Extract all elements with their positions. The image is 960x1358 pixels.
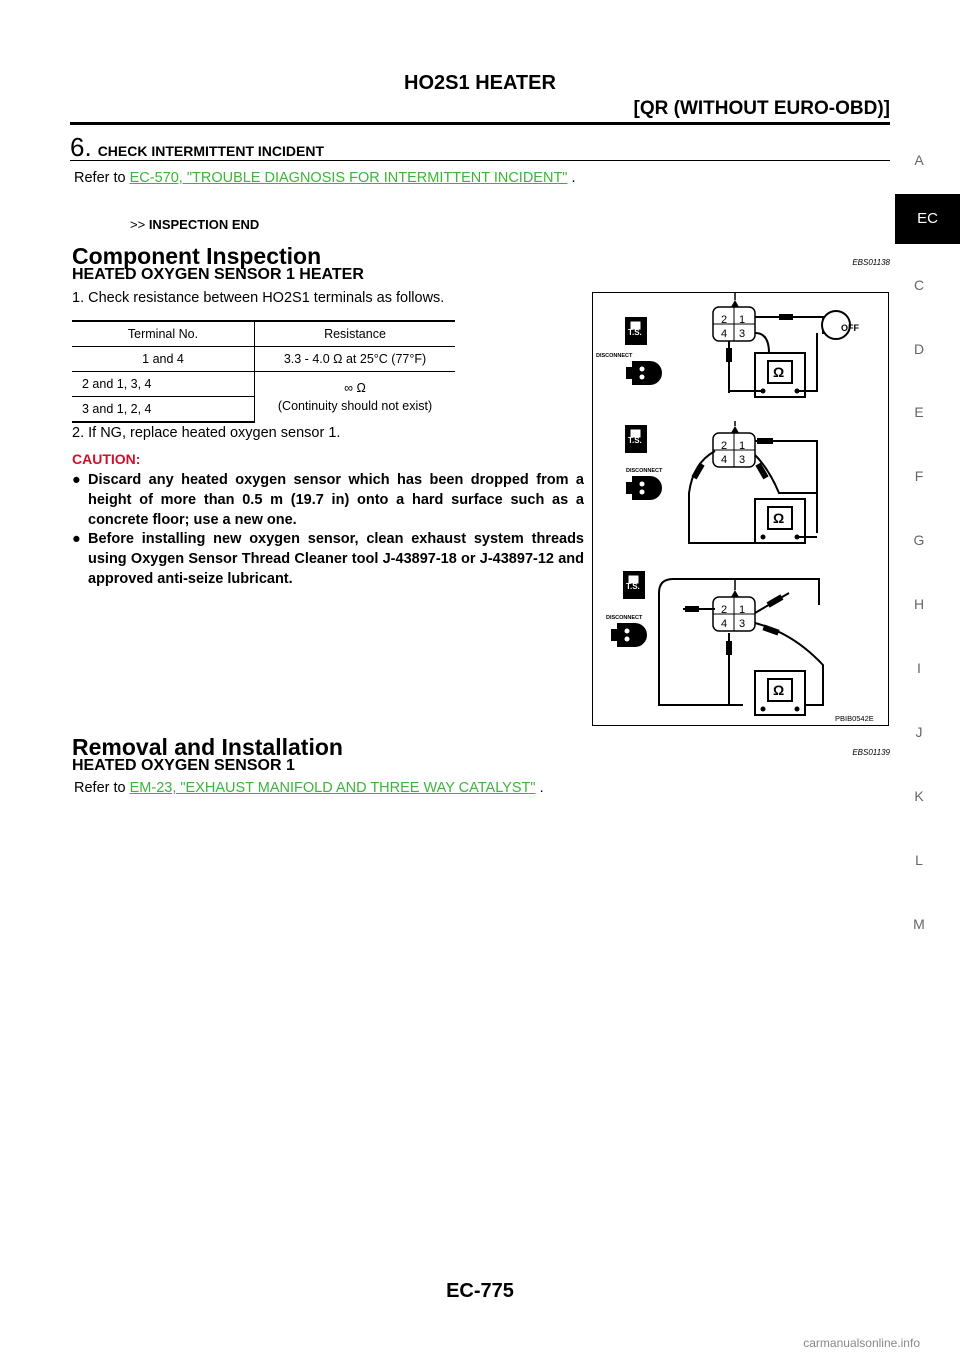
disconnect-label: DISCONNECT bbox=[606, 615, 643, 621]
continuity-note: (Continuity should not exist) bbox=[277, 399, 433, 413]
page-title: HO2S1 HEATER bbox=[404, 72, 556, 94]
pin-label: 2 bbox=[721, 604, 727, 616]
resistance-table: Terminal No. Resistance 1 and 4 3.3 - 4.… bbox=[72, 320, 455, 423]
pin-label: 1 bbox=[739, 314, 745, 326]
disconnect-label: DISCONNECT bbox=[626, 468, 663, 474]
index-j[interactable]: J bbox=[915, 724, 923, 740]
off-label: OFF bbox=[841, 323, 859, 333]
table-row: 3 and 1, 2, 4 bbox=[72, 396, 455, 423]
disconnect-label: DISCONNECT bbox=[596, 353, 633, 359]
page-number: EC-775 bbox=[446, 1280, 514, 1302]
wiring-diagram: T.S. DISCONNECT 2 1 4 3 OFF Ω T.S. DISCO… bbox=[596, 293, 874, 723]
index-f[interactable]: F bbox=[914, 468, 924, 484]
table-row: 1 and 4 3.3 - 4.0 Ω at 25°C (77°F) bbox=[72, 346, 455, 372]
caution-text: Discard any heated oxygen sensor which h… bbox=[88, 472, 584, 528]
caution-item: ● Before installing new oxygen sensor, c… bbox=[72, 529, 584, 589]
removal-subheading: HEATED OXYGEN SENSOR 1 bbox=[72, 757, 295, 774]
pin-label: 3 bbox=[739, 328, 745, 340]
step-heading: 6. CHECK INTERMITTENT INCIDENT bbox=[70, 132, 324, 163]
pin-label: 1 bbox=[739, 604, 745, 616]
index-a[interactable]: A bbox=[914, 152, 924, 168]
table-cell-terminal: 1 and 4 bbox=[72, 346, 255, 372]
removal-refer: Refer to EM-23, "EXHAUST MANIFOLD AND TH… bbox=[74, 780, 544, 796]
bullet-icon: ● bbox=[72, 531, 81, 547]
result-arrow: >> bbox=[130, 217, 146, 232]
table-cell-resistance: ∞ Ω (Continuity should not exist) bbox=[255, 372, 456, 423]
table-cell-terminal: 3 and 1, 2, 4 bbox=[72, 396, 255, 423]
step-refer: Refer to EC-570, "TROUBLE DIAGNOSIS FOR … bbox=[74, 170, 576, 186]
component-subheading: HEATED OXYGEN SENSOR 1 HEATER bbox=[72, 266, 364, 283]
refer-prefix: Refer to bbox=[74, 170, 126, 186]
watermark: carmanualsonline.info bbox=[803, 1336, 920, 1350]
index-c[interactable]: C bbox=[913, 277, 925, 293]
step-number: 6. bbox=[70, 132, 92, 162]
caution-item: ● Discard any heated oxygen sensor which… bbox=[72, 470, 584, 530]
pin-label: 2 bbox=[721, 440, 727, 452]
removal-installation-heading: Removal and Installation bbox=[72, 734, 343, 760]
pin-label: 4 bbox=[721, 454, 727, 466]
caution-text: Before installing new oxygen sensor, cle… bbox=[88, 531, 584, 587]
index-g[interactable]: G bbox=[913, 532, 925, 548]
pin-label: 4 bbox=[721, 618, 727, 630]
index-e[interactable]: E bbox=[914, 404, 924, 420]
ohm-label: Ω bbox=[773, 364, 784, 380]
ohm-label: Ω bbox=[773, 510, 784, 526]
header-rule bbox=[70, 122, 890, 125]
step-rule bbox=[70, 160, 890, 161]
index-d[interactable]: D bbox=[913, 341, 925, 357]
figure-code: PBIB0542E bbox=[835, 714, 874, 723]
table-cell-resistance: 3.3 - 4.0 Ω at 25°C (77°F) bbox=[254, 346, 455, 372]
table-row: 2 and 1, 3, 4 ∞ Ω (Continuity should not… bbox=[72, 371, 455, 413]
table-cell-terminal: 2 and 1, 3, 4 bbox=[72, 371, 255, 397]
ts-label: T.S. bbox=[628, 328, 642, 337]
instruction-step-1: 1. Check resistance between HO2S1 termin… bbox=[72, 290, 445, 306]
removal-code: EBS01139 bbox=[852, 748, 890, 757]
component-code: EBS01138 bbox=[852, 258, 890, 267]
refer-suffix: . bbox=[571, 170, 576, 186]
table-header-row: Terminal No. Resistance bbox=[72, 320, 455, 347]
pin-label: 3 bbox=[739, 454, 745, 466]
index-h[interactable]: H bbox=[913, 596, 925, 612]
table-header-resistance: Resistance bbox=[254, 320, 455, 347]
pin-label: 2 bbox=[721, 314, 727, 326]
pin-label: 4 bbox=[721, 328, 727, 340]
exhaust-manifold-link[interactable]: EM-23, "EXHAUST MANIFOLD AND THREE WAY C… bbox=[129, 780, 536, 796]
refer-prefix: Refer to bbox=[74, 780, 126, 796]
result-text: INSPECTION END bbox=[148, 217, 260, 232]
pin-label: 3 bbox=[739, 618, 745, 630]
section-subtitle: [QR (WITHOUT EURO-OBD)] bbox=[633, 98, 890, 119]
ts-label: T.S. bbox=[628, 436, 642, 445]
ts-label: T.S. bbox=[626, 582, 640, 591]
inspection-result: >> INSPECTION END bbox=[130, 217, 259, 232]
index-m[interactable]: M bbox=[913, 916, 925, 932]
instruction-step-2: 2. If NG, replace heated oxygen sensor 1… bbox=[72, 425, 341, 441]
infinite-ohm: ∞ Ω bbox=[344, 381, 366, 395]
index-k[interactable]: K bbox=[914, 788, 924, 804]
inspection-figure: T.S. DISCONNECT 2 1 4 3 OFF Ω T.S. DISCO… bbox=[592, 292, 889, 726]
intermittent-incident-link[interactable]: EC-570, "TROUBLE DIAGNOSIS FOR INTERMITT… bbox=[129, 170, 568, 186]
index-l[interactable]: L bbox=[915, 852, 923, 868]
table-header-terminal: Terminal No. bbox=[72, 320, 255, 347]
caution-label: CAUTION: bbox=[72, 451, 141, 467]
component-inspection-heading: Component Inspection bbox=[72, 243, 322, 269]
step-title: CHECK INTERMITTENT INCIDENT bbox=[97, 143, 325, 159]
pin-label: 1 bbox=[739, 440, 745, 452]
index-ec-active[interactable]: EC bbox=[895, 194, 960, 244]
index-i[interactable]: I bbox=[917, 660, 921, 676]
ohm-label: Ω bbox=[773, 682, 784, 698]
refer-suffix: . bbox=[539, 780, 544, 796]
bullet-icon: ● bbox=[72, 472, 81, 488]
